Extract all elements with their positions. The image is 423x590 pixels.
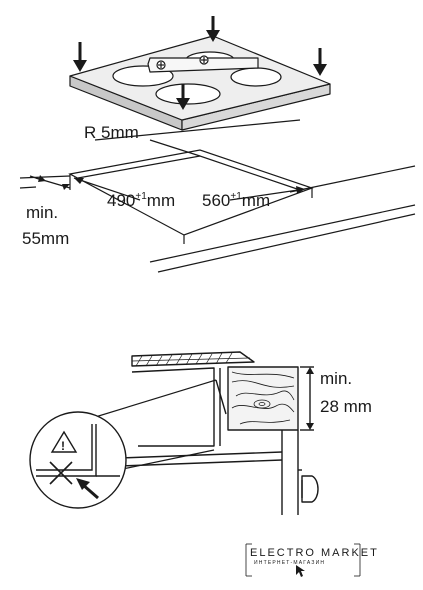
arrow-down-icon xyxy=(73,42,87,72)
plate-hatching xyxy=(135,352,233,367)
cross-icon xyxy=(49,461,73,485)
min-value-55mm: 55mm xyxy=(22,229,69,248)
hob-section-plate xyxy=(131,351,255,367)
press-arrows xyxy=(73,16,327,110)
hob-illustration xyxy=(69,35,331,131)
pointer-arrow-icon xyxy=(76,478,99,500)
depth-dimension: 490+1mm xyxy=(107,191,175,210)
radius-label: R 5mm xyxy=(84,123,139,142)
cooking-zone-back-right xyxy=(230,67,282,87)
hob-control-bar xyxy=(147,57,259,73)
arrow-down-icon xyxy=(313,48,327,76)
detail-circle xyxy=(29,411,127,509)
section-view xyxy=(119,351,319,515)
watermark-subtitle: ИНТЕРНЕТ-МАГАЗИН xyxy=(254,560,325,566)
min-label-bottom: min. xyxy=(320,369,352,388)
arrow-down-icon xyxy=(206,16,220,42)
width-dimension: 560+1mm xyxy=(202,191,270,210)
depth-tolerance: +1 xyxy=(135,191,147,202)
min-label-top: min. xyxy=(26,203,58,222)
width-tolerance: +1 xyxy=(230,191,242,202)
arrow-down-icon xyxy=(176,84,190,110)
worktop-cutout xyxy=(19,119,416,273)
depth-unit: mm xyxy=(147,191,175,210)
cooking-zone-front xyxy=(155,83,221,105)
warning-icon xyxy=(50,430,78,453)
oven-knob xyxy=(301,475,319,503)
width-unit: mm xyxy=(242,191,270,210)
wood-grain xyxy=(231,371,295,425)
warning-mark: ! xyxy=(61,439,65,453)
min-value-28mm: 28 mm xyxy=(320,397,372,416)
cursor-icon xyxy=(296,565,305,577)
watermark-title: ELECTRO MARKET xyxy=(250,547,379,559)
watermark-logo: ELECTRO MARKET ИНТЕРНЕТ-МАГАЗИН xyxy=(245,543,379,577)
detail-magnifier: ! xyxy=(29,379,217,509)
width-value: 560 xyxy=(202,191,230,210)
depth-value: 490 xyxy=(107,191,135,210)
hob-top-surface xyxy=(69,35,331,121)
worktop-section xyxy=(227,366,299,431)
radius-leader xyxy=(149,139,201,157)
